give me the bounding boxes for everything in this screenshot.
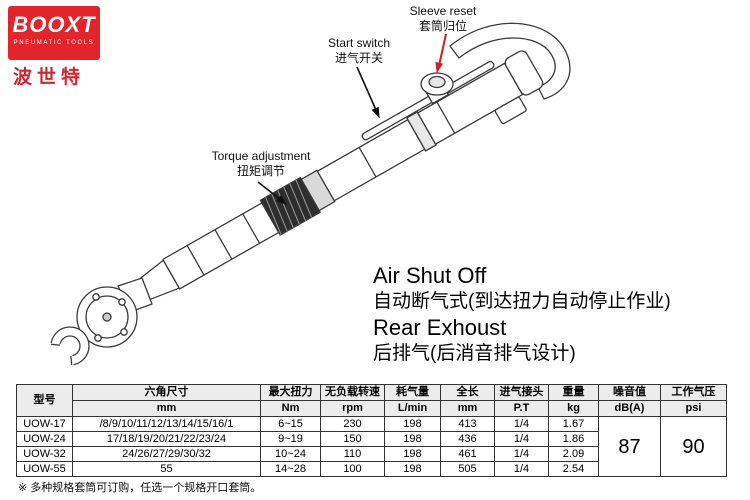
cell-torque: 6~15 <box>260 416 321 432</box>
throttle-lever-icon <box>449 22 571 100</box>
feature-air-shut-off-en: Air Shut Off <box>373 263 487 288</box>
tool-body <box>135 50 544 302</box>
cell-hex: 24/26/27/29/30/32 <box>72 446 261 462</box>
unit-weight: kg <box>548 400 599 417</box>
callout-sleeve-cn: 套筒归位 <box>418 19 467 33</box>
table-row: UOW-17 /8/9/10/11/12/13/14/15/16/1 6~15 … <box>16 416 727 477</box>
brand-subtitle: PNEUMATIC TOOLS <box>13 40 95 46</box>
unit-noise: dB(A) <box>598 400 661 417</box>
feature-rear-exhaust-en: Rear Exhoust <box>373 315 507 340</box>
wrench-head-icon <box>40 277 153 376</box>
cell-air: 198 <box>384 461 441 477</box>
cell-length: 413 <box>440 416 495 432</box>
cell-hex: /8/9/10/11/12/13/14/15/16/1 <box>72 416 261 432</box>
col-header-weight: 重量 <box>548 384 599 401</box>
cell-speed: 110 <box>320 446 385 462</box>
callout-sleeve-en: Sleeve reset <box>409 4 477 18</box>
cell-torque: 14~28 <box>260 461 321 477</box>
cell-hex: 55 <box>72 461 261 477</box>
cell-speed: 150 <box>320 431 385 447</box>
unit-air: L/min <box>384 400 441 417</box>
cell-weight: 2.09 <box>548 446 599 462</box>
cell-air: 198 <box>384 431 441 447</box>
callout-torque-en: Torque adjustment <box>211 149 311 163</box>
cell-inlet: 1/4 <box>494 461 549 477</box>
unit-pressure: psi <box>660 400 727 417</box>
header-row-labels: 型号 六角尺寸 最大扭力 无负载转速 耗气量 全长 进气接头 重量 噪音值 工作… <box>16 384 727 417</box>
col-header-torque: 最大扭力 <box>260 384 321 401</box>
unit-torque: Nm <box>260 400 321 417</box>
col-header-model: 型号 <box>16 384 73 417</box>
callout-start-en: Start switch <box>327 36 390 50</box>
cell-model: UOW-17 <box>16 416 73 432</box>
cell-length: 505 <box>440 461 495 477</box>
sleeve-reset-arrow-icon <box>435 33 447 74</box>
col-header-speed: 无负载转速 <box>320 384 385 401</box>
cell-torque: 9~19 <box>260 431 321 447</box>
torque-arrow-icon <box>257 181 288 205</box>
feature-text-block: Air Shut Off 自动断气式(到达扭力自动停止作业) Rear Exho… <box>373 263 671 367</box>
col-header-hex: 六角尺寸 <box>72 384 261 401</box>
unit-length: mm <box>440 400 495 417</box>
col-header-air: 耗气量 <box>384 384 441 401</box>
col-header-pressure: 工作气压 <box>660 384 727 401</box>
callout-start-cn: 进气开关 <box>334 51 383 65</box>
unit-hex: mm <box>72 400 261 417</box>
table-row: UOW-32 24/26/27/29/30/32 10~24 110 198 4… <box>16 446 727 462</box>
spec-table: 型号 六角尺寸 最大扭力 无负载转速 耗气量 全长 进气接头 重量 噪音值 工作… <box>16 384 727 477</box>
callout-sleeve-reset: Sleeve reset 套筒归位 <box>400 4 486 34</box>
cell-noise: 87 <box>598 416 661 477</box>
cell-model: UOW-32 <box>16 446 73 462</box>
cell-length: 436 <box>440 431 495 447</box>
cell-weight: 1.86 <box>548 431 599 447</box>
header-row-units: mm Nm rpm L/min mm P.T kg dB(A) psi <box>17 400 727 417</box>
cell-length: 461 <box>440 446 495 462</box>
cell-torque: 10~24 <box>260 446 321 462</box>
cell-air: 198 <box>384 446 441 462</box>
cell-model: UOW-55 <box>16 461 73 477</box>
cell-model: UOW-24 <box>16 431 73 447</box>
footnote: ※ 多种规格套筒可订购，任选一个规格开口套筒。 <box>18 482 262 494</box>
sleeve-reset-button-icon <box>420 72 454 105</box>
brand-name: BOOXT <box>12 12 96 37</box>
cell-weight: 1.67 <box>548 416 599 432</box>
cell-air: 198 <box>384 416 441 432</box>
cell-weight: 2.54 <box>548 461 599 477</box>
brand-logo: BOOXT PNEUMATIC TOOLS <box>8 6 100 60</box>
cell-speed: 100 <box>320 461 385 477</box>
col-header-inlet: 进气接头 <box>494 384 549 401</box>
callout-torque-cn: 扭矩调节 <box>236 164 285 178</box>
cell-hex: 17/18/19/20/21/22/23/24 <box>72 431 261 447</box>
start-switch-arrow-icon <box>356 66 380 119</box>
feature-rear-exhaust-cn: 后排气(后消音排气设计) <box>373 343 576 364</box>
feature-air-shut-off-cn: 自动断气式(到达扭力自动停止作业) <box>373 291 671 312</box>
cell-pressure: 90 <box>660 416 727 477</box>
callout-start-switch: Start switch 进气开关 <box>316 36 402 66</box>
callout-arrows <box>257 33 447 205</box>
col-header-length: 全长 <box>440 384 495 401</box>
cell-inlet: 1/4 <box>494 446 549 462</box>
brand-chinese-name: 波世特 <box>13 67 86 88</box>
callout-torque-adjustment: Torque adjustment 扭矩调节 <box>198 149 324 179</box>
cell-inlet: 1/4 <box>494 416 549 432</box>
cell-inlet: 1/4 <box>494 431 549 447</box>
table-row: UOW-55 55 14~28 100 198 505 1/4 2.54 <box>16 461 727 477</box>
unit-speed: rpm <box>320 400 385 417</box>
unit-inlet: P.T <box>494 400 549 417</box>
col-header-noise: 噪音值 <box>598 384 661 401</box>
cell-speed: 230 <box>320 416 385 432</box>
